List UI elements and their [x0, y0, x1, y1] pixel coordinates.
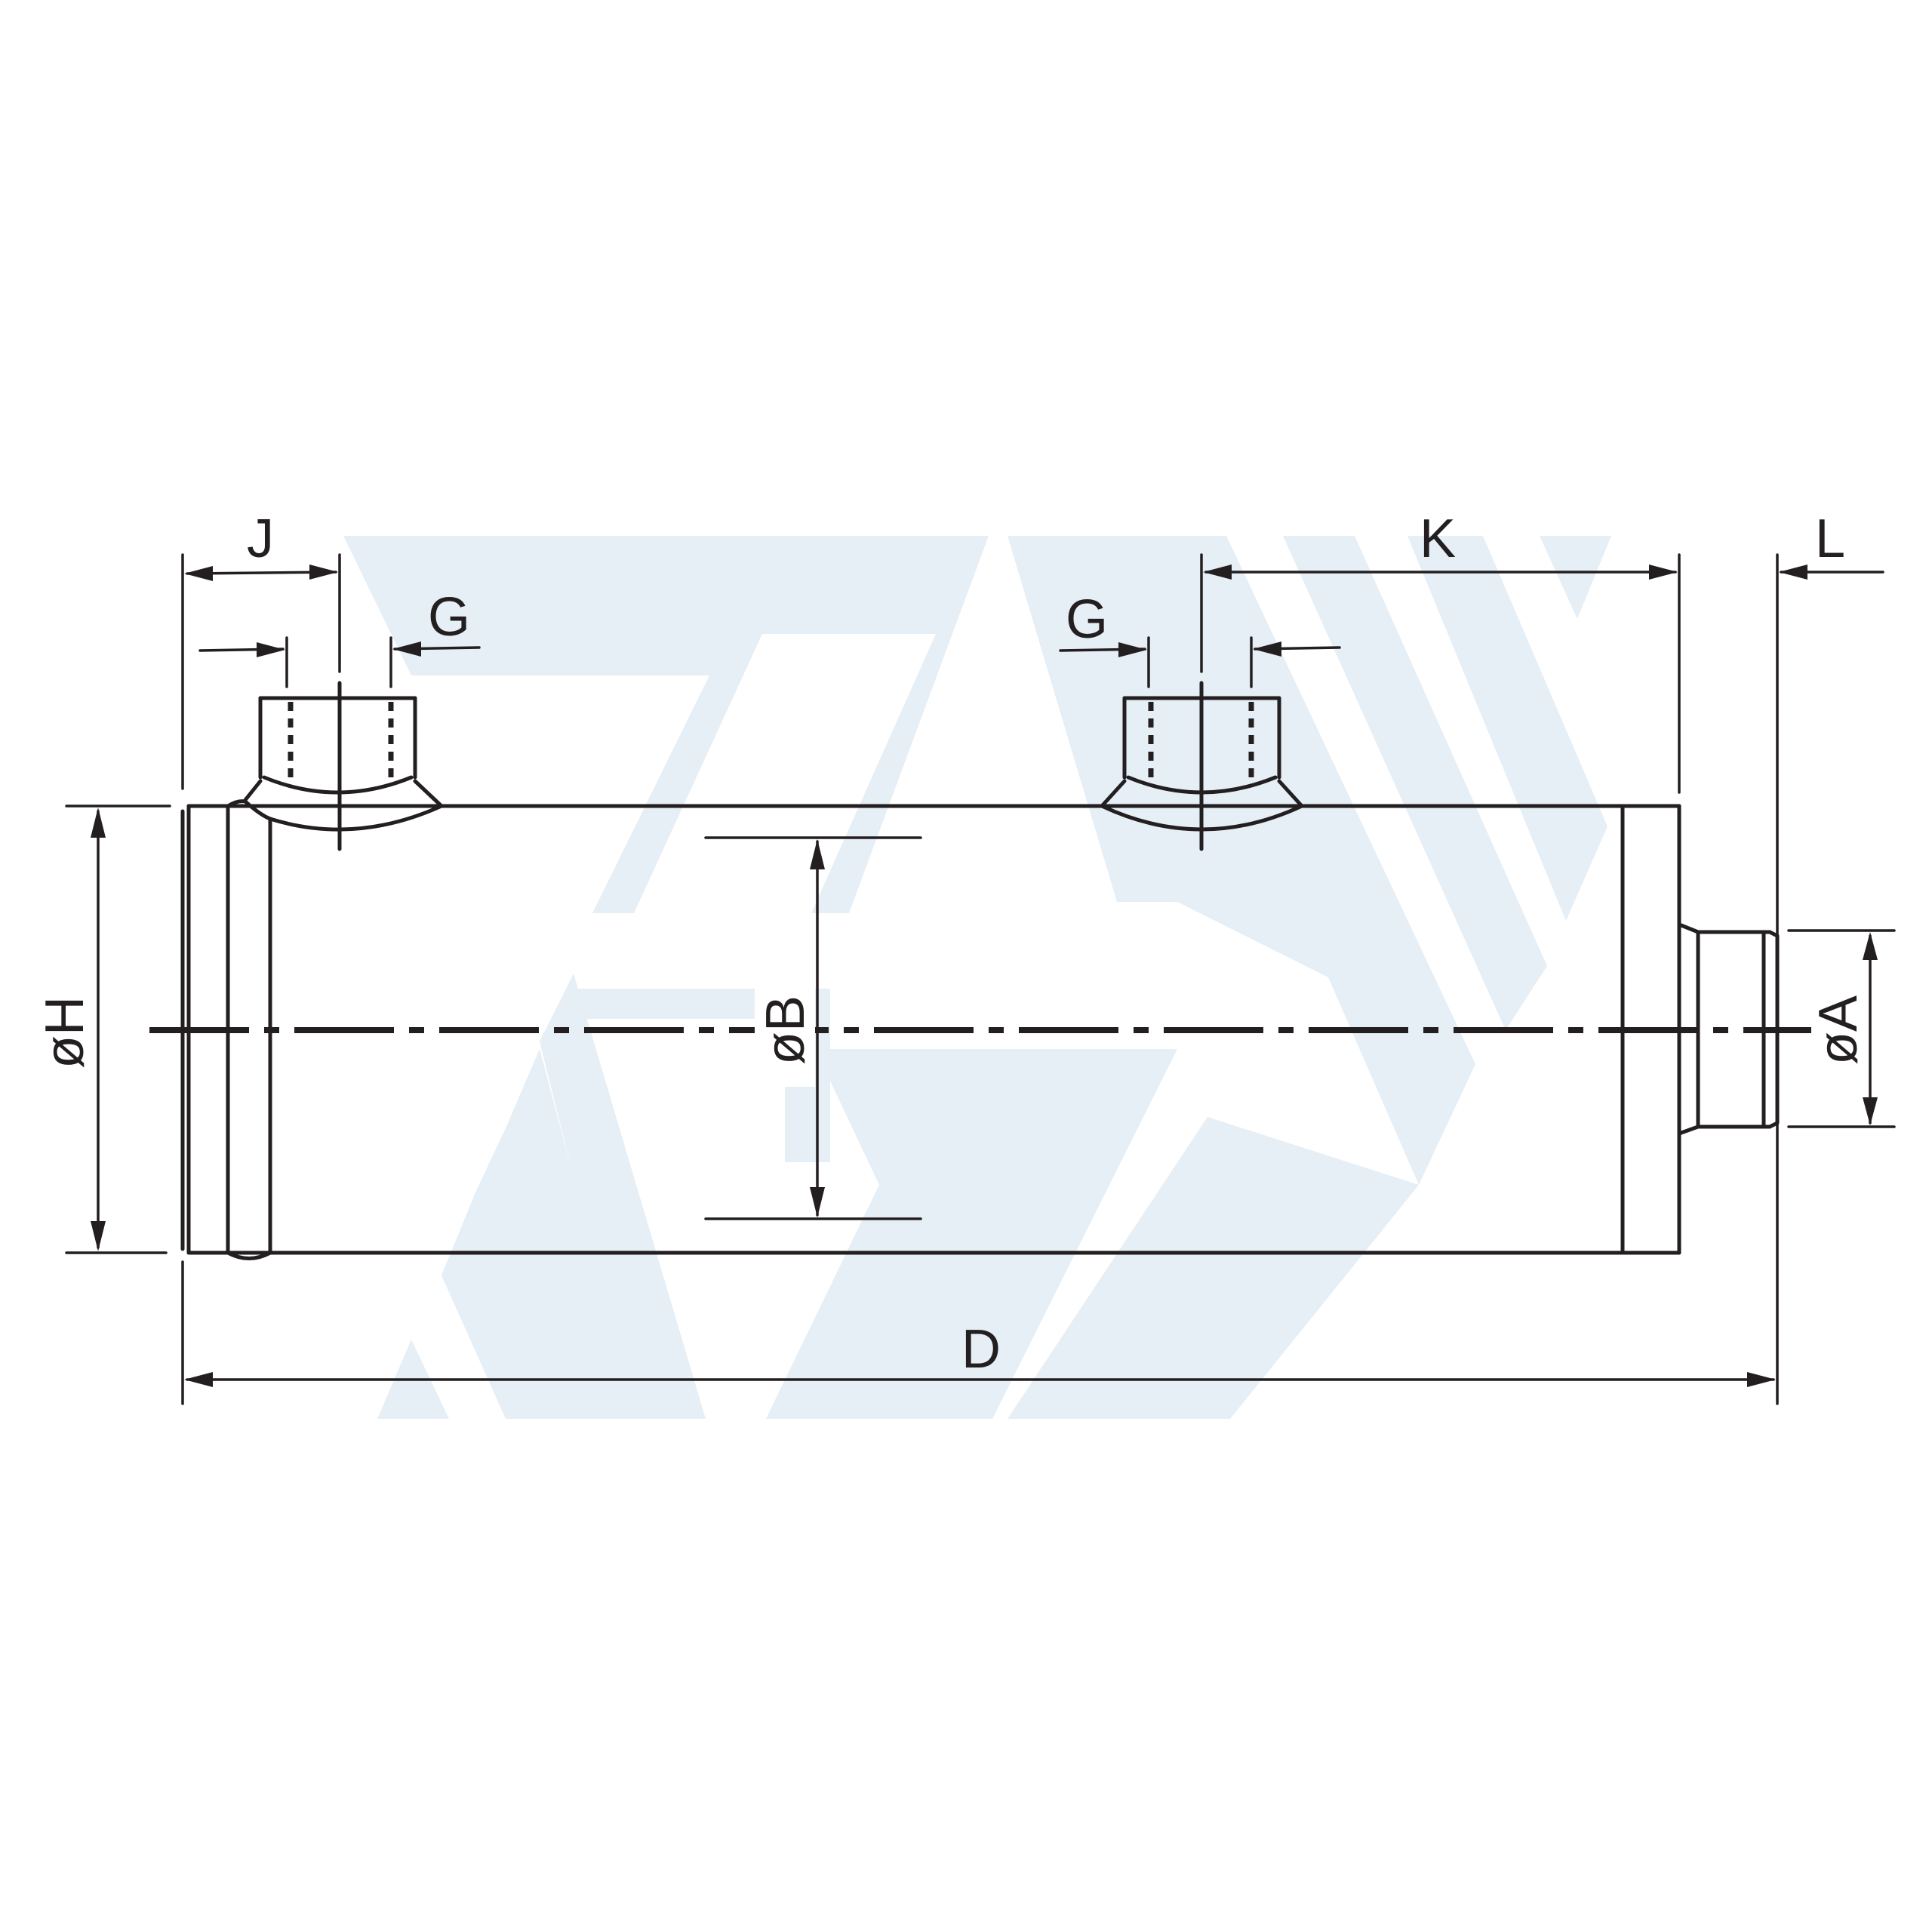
dimension-G-left: G — [198, 587, 481, 688]
port-left-weld-left — [243, 779, 263, 802]
label-G-left: G — [428, 587, 470, 648]
dimension-B: øB — [704, 836, 922, 1220]
label-K: K — [1420, 509, 1456, 569]
port-right — [1100, 681, 1304, 851]
label-H: øH — [35, 996, 95, 1069]
port-left-inner-arc — [262, 775, 414, 795]
dimension-K: K — [1200, 509, 1681, 794]
label-D: D — [961, 1319, 1001, 1380]
port-left-weld-arc — [268, 804, 444, 832]
watermark-logo — [343, 536, 1611, 1419]
port-left-weld-right — [413, 779, 444, 808]
port-right-weld-right — [1277, 779, 1304, 808]
label-L: L — [1815, 509, 1845, 569]
rod-chamfer-top — [1677, 922, 1700, 934]
label-J: J — [247, 509, 274, 569]
port-left — [243, 681, 444, 851]
label-B: øB — [755, 995, 816, 1065]
dimension-A: øA — [1787, 929, 1896, 1128]
port-right-weld-left — [1100, 779, 1127, 808]
dimension-D: D — [181, 553, 1779, 1405]
dimension-J: J — [181, 509, 341, 790]
end-cap-fillet-bottom — [226, 1251, 272, 1260]
dimension-L: L — [1779, 509, 1884, 580]
dimension-G-right: G — [1059, 589, 1341, 688]
end-cap-fillet-top — [226, 799, 272, 821]
label-A: øA — [1808, 995, 1869, 1065]
rod-chamfer-bottom — [1677, 1124, 1700, 1136]
label-G-right: G — [1066, 589, 1108, 650]
dimension-H: øH — [35, 804, 171, 1254]
